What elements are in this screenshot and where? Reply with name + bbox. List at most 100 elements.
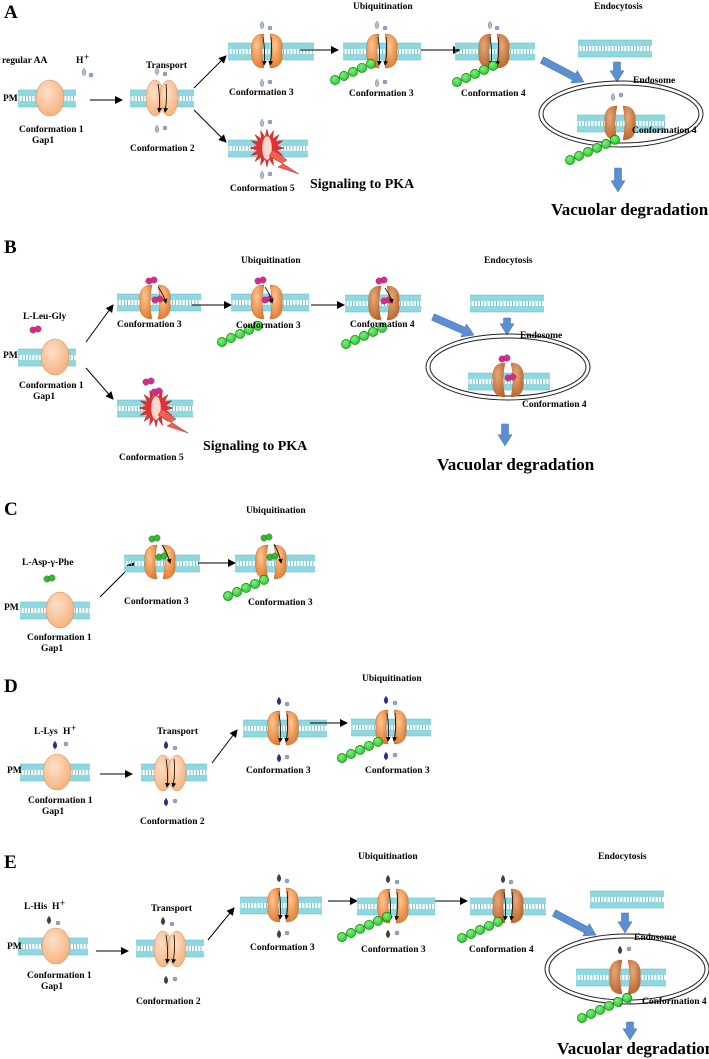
substrate-icon bbox=[617, 945, 623, 955]
ubiquitination-label: Ubiquitination bbox=[241, 256, 301, 266]
proton-icon bbox=[392, 752, 398, 758]
dipeptide-icon bbox=[29, 325, 42, 334]
transport-arrow bbox=[163, 83, 169, 113]
proton-icon bbox=[382, 25, 388, 31]
endocytosis-arrow bbox=[431, 313, 475, 338]
proton-icon bbox=[392, 700, 398, 706]
gap1-conformation-1-icon bbox=[45, 591, 75, 629]
gap1-conformation-1-icon bbox=[42, 753, 72, 791]
degradation-arrow bbox=[497, 423, 513, 447]
pm-label: PM bbox=[7, 766, 22, 776]
conformation-3b-label: Conformation 3 bbox=[236, 321, 301, 331]
gap1-conformation-1-icon bbox=[40, 338, 70, 376]
transport-arrow bbox=[383, 36, 389, 66]
conformation-3b-label: Conformation 3 bbox=[365, 766, 430, 776]
endosome-vesicle-icon bbox=[538, 80, 704, 148]
ubiquitination-label: Ubiquitination bbox=[353, 2, 413, 12]
proton-icon bbox=[172, 745, 178, 751]
gap1-conformation-2-icon bbox=[153, 754, 187, 792]
gap1-label: Gap1 bbox=[41, 644, 64, 654]
membrane-icon bbox=[470, 294, 544, 313]
degradation-arrow bbox=[610, 167, 626, 193]
conformation-2-label: Conformation 2 bbox=[130, 144, 195, 154]
substrate-icon bbox=[276, 753, 282, 763]
pm-label: PM bbox=[3, 351, 18, 361]
dipeptide-icon bbox=[266, 552, 279, 561]
dipeptide-icon bbox=[142, 377, 155, 386]
conformation-4b-label: Conformation 4 bbox=[632, 126, 697, 136]
proton-icon bbox=[267, 79, 273, 85]
panel-letter-a: A bbox=[4, 2, 18, 23]
binding-arrow bbox=[273, 543, 283, 564]
substrate-icon bbox=[383, 695, 389, 705]
substrate-icon bbox=[374, 20, 380, 30]
transport-arrow bbox=[165, 934, 170, 964]
conformation-5-label: Conformation 5 bbox=[230, 184, 295, 194]
proton-icon bbox=[172, 798, 178, 804]
substrate-label: L-Lys bbox=[34, 727, 58, 737]
transport-arrow bbox=[509, 891, 515, 921]
conformation-1-label: Conformation 1 bbox=[19, 125, 84, 135]
substrate-icon bbox=[383, 751, 389, 761]
proton-icon bbox=[382, 79, 388, 85]
proton-icon bbox=[55, 920, 61, 926]
binding-arrow bbox=[384, 287, 394, 304]
ubiquitin-chain-icon bbox=[337, 911, 392, 942]
dipeptide-icon bbox=[375, 276, 388, 285]
transport-arrow bbox=[262, 36, 267, 66]
ubiquitination-label: Ubiquitination bbox=[246, 506, 306, 516]
proton-icon bbox=[169, 921, 175, 927]
membrane-icon bbox=[470, 897, 546, 916]
transport-arrow bbox=[392, 712, 398, 742]
panel-letter-c: C bbox=[4, 499, 18, 520]
endocytosis-label: Endocytosis bbox=[594, 2, 643, 12]
substrate-icon bbox=[163, 740, 169, 750]
proton-label: H bbox=[52, 902, 60, 912]
gap1-transporter-icon bbox=[604, 105, 636, 141]
vacuolar-degradation-label: Vacuolar degradation bbox=[557, 1039, 709, 1058]
ubiquitin-chain-icon bbox=[457, 916, 503, 943]
flow-arrow bbox=[211, 729, 238, 764]
substrate-icon bbox=[259, 78, 265, 88]
membrane-icon bbox=[240, 896, 322, 915]
flow-arrow bbox=[85, 367, 114, 400]
panel-letter-b: B bbox=[4, 237, 17, 258]
membrane-icon bbox=[351, 718, 431, 737]
dipeptide-icon bbox=[260, 533, 273, 542]
gap1-transporter-icon bbox=[251, 284, 283, 320]
ubiquitin-chain-icon bbox=[223, 574, 269, 601]
conformation-3-label: Conformation 3 bbox=[246, 766, 311, 776]
conformation-4b-label: Conformation 4 bbox=[642, 997, 707, 1007]
gap1-conformation-1-icon bbox=[41, 927, 71, 965]
binding-arrow bbox=[161, 544, 172, 564]
dipeptide-icon bbox=[498, 354, 511, 363]
proton-superscript: + bbox=[71, 723, 77, 733]
substrate-icon bbox=[259, 118, 265, 128]
proton-superscript: + bbox=[84, 52, 90, 62]
transport-label: Transport bbox=[151, 904, 192, 914]
gap1-conformation-2-icon bbox=[153, 930, 187, 968]
conformation-4b-label: Conformation 4 bbox=[522, 400, 587, 410]
lightning-bolt-icon bbox=[268, 149, 300, 175]
flow-arrow bbox=[207, 907, 235, 941]
gap1-transporter-icon bbox=[267, 710, 299, 746]
conformation-1-label: Conformation 1 bbox=[27, 633, 92, 643]
substrate-icon bbox=[163, 975, 169, 985]
ubiquitin-chain-icon bbox=[577, 992, 632, 1023]
membrane-icon bbox=[357, 897, 436, 916]
conformation-3-label: Conformation 3 bbox=[117, 320, 182, 330]
binding-arrow bbox=[157, 286, 168, 304]
endocytosis-arrow bbox=[552, 909, 597, 937]
substrate-icon bbox=[610, 92, 616, 102]
gap1-label: Gap1 bbox=[33, 392, 56, 402]
gap1-transporter-icon bbox=[492, 362, 524, 398]
endosome-label: Endosome bbox=[633, 76, 676, 86]
conformation-5-label: Conformation 5 bbox=[119, 453, 184, 463]
substrate-icon bbox=[259, 20, 265, 30]
flow-arrow bbox=[193, 55, 227, 89]
proton-icon bbox=[618, 92, 624, 98]
proton-icon bbox=[284, 930, 290, 936]
dipeptide-icon bbox=[148, 534, 161, 543]
flow-arrow bbox=[85, 304, 114, 343]
